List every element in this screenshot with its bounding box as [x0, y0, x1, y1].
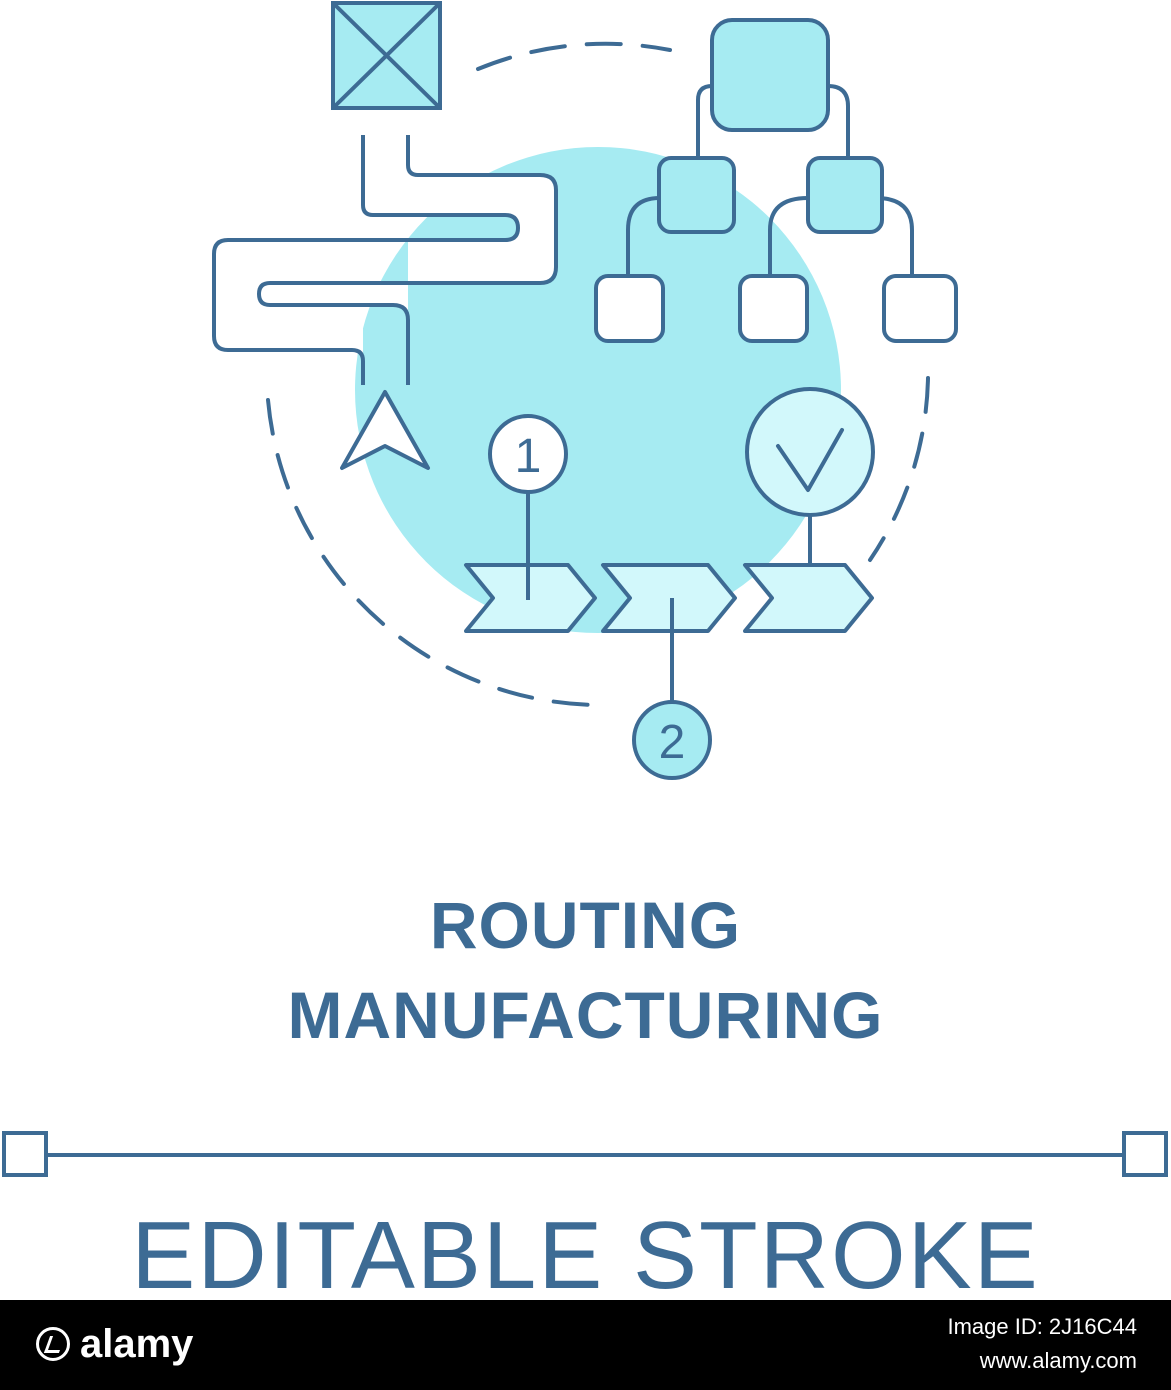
- step-2-marker: [632, 598, 712, 780]
- title-line-1: ROUTING: [429, 888, 742, 962]
- alamy-logo-icon: [36, 1327, 70, 1361]
- routing-manufacturing-icon: 1 2: [212, 1, 958, 780]
- footer-bar: alamy Image ID: 2J16C44 www.alamy.com: [0, 1300, 1171, 1390]
- footer-brand: alamy: [80, 1322, 194, 1366]
- footer-logo[interactable]: alamy: [36, 1322, 193, 1367]
- org-chart-icon: [594, 18, 958, 343]
- stroke-left-handle: [2, 1131, 48, 1177]
- dashed-cycle-right: [868, 376, 930, 562]
- title-line-2: MANUFACTURING: [287, 978, 884, 1052]
- background-circle: [355, 147, 841, 633]
- chevron-steps-icon: [464, 563, 874, 633]
- dashed-cycle-left: [266, 398, 602, 707]
- map-pin-icon: [331, 1, 442, 110]
- stroke-right-handle: [1122, 1131, 1168, 1177]
- navigation-arrow-icon: [340, 390, 430, 470]
- step-2-label: 2: [659, 716, 686, 769]
- maze-path-icon: [212, 135, 558, 385]
- dashed-cycle-icon: [476, 41, 672, 71]
- footer-website[interactable]: www.alamy.com: [979, 1348, 1137, 1373]
- step-1-marker: [488, 414, 568, 600]
- editable-stroke-line: [2, 1131, 1168, 1177]
- footer-image-id: Image ID: 2J16C44: [947, 1314, 1137, 1339]
- step-1-label: 1: [515, 430, 542, 483]
- editable-stroke-label: EDITABLE STROKE: [131, 1202, 1040, 1309]
- footer-image-info: Image ID: 2J16C44 www.alamy.com: [947, 1310, 1137, 1378]
